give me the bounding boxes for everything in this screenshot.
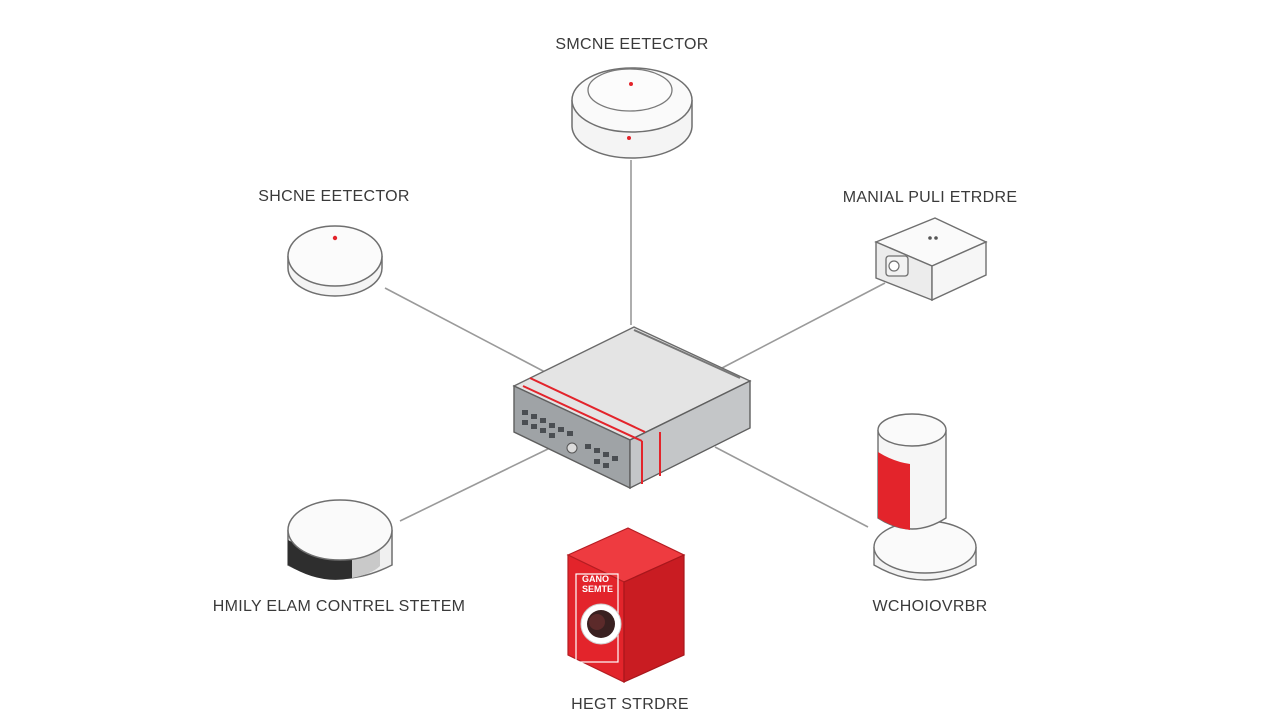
- control-unit-device: [287, 499, 393, 580]
- heat-panel-text-1: GANO: [582, 574, 609, 584]
- connection-lines: [384, 160, 886, 528]
- strobe-beacon-device: [873, 413, 977, 581]
- label-left-smoke-detector: SHCNE EETECTOR: [258, 188, 410, 205]
- label-control-system: HMILY ELAM CONTREL STETEM: [212, 598, 466, 615]
- label-top-smoke-detector: SMCNE EETECTOR: [555, 36, 709, 53]
- line-to-control-unit: [399, 446, 553, 522]
- heat-strobe-box: GANO SEMTE: [566, 527, 686, 683]
- smoke-detector-left: [287, 225, 383, 297]
- smoke-detector-top: [571, 67, 693, 159]
- label-heat-strobe: HEGT STRDRE: [571, 696, 689, 713]
- control-panel-central: [512, 326, 752, 490]
- label-strobe-device: WCHOIOVRBR: [872, 598, 988, 615]
- label-manual-pull: MANIAL PULI ETRDRE: [842, 189, 1018, 206]
- manual-pull-box: [874, 217, 988, 302]
- line-to-left-detector: [384, 287, 546, 373]
- line-to-strobe: [714, 446, 869, 528]
- line-to-manual-pull: [721, 282, 886, 369]
- heat-panel-text-2: SEMTE: [582, 584, 613, 594]
